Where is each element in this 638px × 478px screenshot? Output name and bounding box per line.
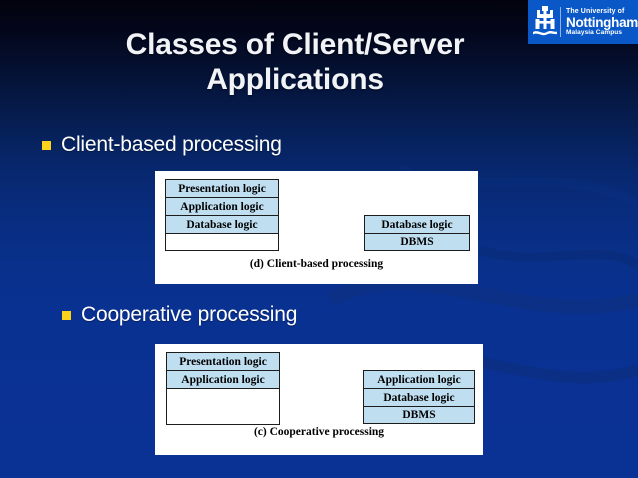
- bullet-item-client-based: Client-based processing: [42, 133, 282, 157]
- client-stack-left: Presentation logic Application logic Dat…: [165, 179, 279, 251]
- box-application-logic: Application logic: [166, 370, 280, 388]
- diagram-caption: (c) Cooperative processing: [253, 426, 385, 438]
- square-bullet-icon: [42, 140, 51, 150]
- logo-line-campus: Malaysia Campus: [566, 29, 623, 36]
- diagram-caption: (d) Client-based processing: [249, 258, 384, 270]
- box-database-logic: Database logic: [363, 388, 475, 406]
- server-stack-right: Database logic DBMS: [364, 215, 470, 251]
- logo-line-nottingham: Nottingham: [566, 14, 638, 30]
- diagram-panel-client-based: Presentation logic Application logic Dat…: [155, 171, 478, 284]
- logo-divider: [560, 7, 561, 37]
- square-bullet-icon: [62, 310, 71, 320]
- box-presentation-logic: Presentation logic: [165, 179, 279, 197]
- box-application-logic: Application logic: [165, 197, 279, 215]
- logo-wordmark: The University of Nottingham Malaysia Ca…: [566, 8, 638, 37]
- box-dbms: DBMS: [364, 233, 470, 251]
- box-database-logic: Database logic: [165, 215, 279, 233]
- diagram-panel-cooperative: Presentation logic Application logic App…: [155, 344, 483, 455]
- client-stack-left: Presentation logic Application logic: [166, 352, 280, 425]
- bullet-label: Cooperative processing: [81, 303, 298, 326]
- server-stack-right: Application logic Database logic DBMS: [363, 370, 475, 424]
- box-presentation-logic: Presentation logic: [166, 352, 280, 370]
- box-dbms: DBMS: [363, 406, 475, 424]
- logo-line-university: The University of: [566, 7, 625, 15]
- box-empty: [166, 388, 280, 425]
- bullet-item-cooperative: Cooperative processing: [62, 303, 297, 327]
- slide-title: Classes of Client/Server Applications: [125, 28, 465, 96]
- box-empty: [165, 233, 279, 251]
- bullet-label: Client-based processing: [61, 133, 282, 156]
- box-database-logic: Database logic: [364, 215, 470, 233]
- box-application-logic: Application logic: [363, 370, 475, 388]
- university-logo: The University of Nottingham Malaysia Ca…: [528, 0, 638, 44]
- castle-tower-icon: [532, 5, 558, 39]
